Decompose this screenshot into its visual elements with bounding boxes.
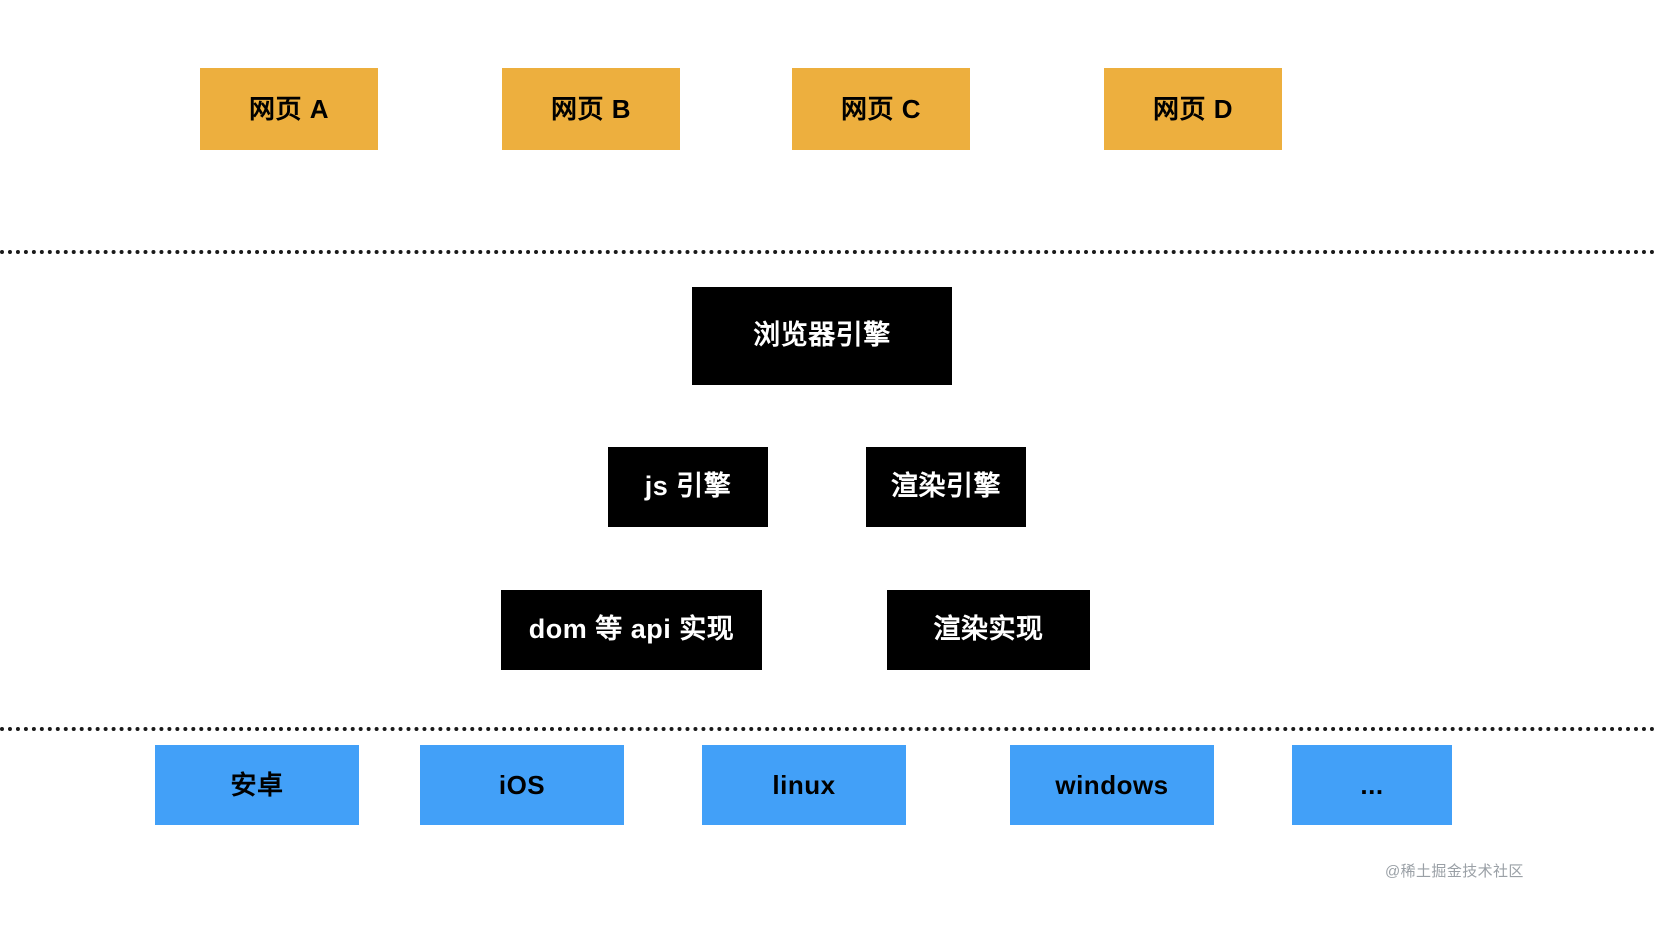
engine-os-divider xyxy=(0,727,1656,731)
os-node-linux[interactable]: linux xyxy=(702,745,906,825)
page-node-b[interactable]: 网页 B xyxy=(502,68,680,150)
os-node-more[interactable]: ... xyxy=(1292,745,1452,825)
browser-engine-node[interactable]: 浏览器引擎 xyxy=(692,287,952,385)
render-impl-node[interactable]: 渲染实现 xyxy=(887,590,1090,670)
js-engine-node[interactable]: js 引擎 xyxy=(608,447,768,527)
page-node-a[interactable]: 网页 A xyxy=(200,68,378,150)
pages-engine-divider xyxy=(0,250,1656,254)
render-engine-node[interactable]: 渲染引擎 xyxy=(866,447,1026,527)
os-node-ios[interactable]: iOS xyxy=(420,745,624,825)
os-node-android[interactable]: 安卓 xyxy=(155,745,359,825)
page-node-c[interactable]: 网页 C xyxy=(792,68,970,150)
page-node-d[interactable]: 网页 D xyxy=(1104,68,1282,150)
watermark: @稀土掘金技术社区 xyxy=(1385,863,1524,880)
os-node-windows[interactable]: windows xyxy=(1010,745,1214,825)
dom-api-impl-node[interactable]: dom 等 api 实现 xyxy=(501,590,762,670)
